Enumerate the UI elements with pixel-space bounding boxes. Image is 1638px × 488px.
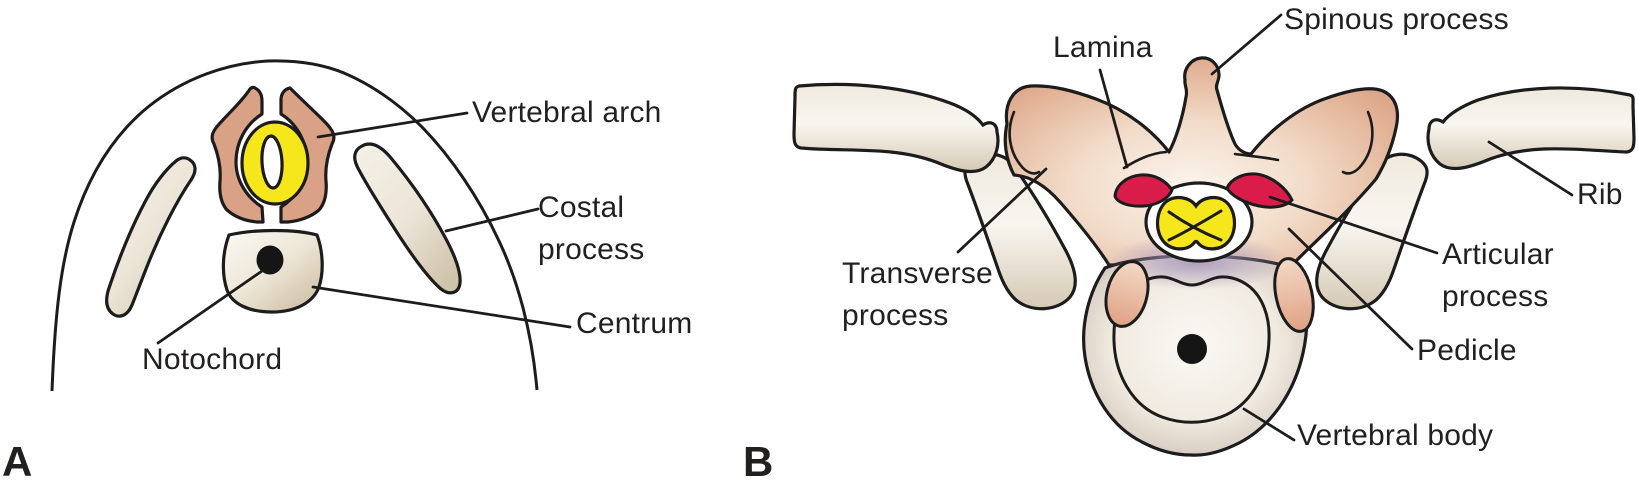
articular-process-left-shape <box>1113 173 1174 208</box>
rib-left-shape <box>792 82 1000 174</box>
label-articular-process: Articular process <box>1442 234 1554 318</box>
leader-vertebral-body <box>1242 407 1296 442</box>
embryo-body-outline <box>50 59 539 392</box>
label-spinous-process: Spinous process <box>1284 3 1509 36</box>
label-vertebral-arch: Vertebral arch <box>472 96 662 129</box>
label-lamina: Lamina <box>1053 31 1153 64</box>
label-pedicle: Pedicle <box>1417 334 1517 367</box>
panel-letter-a: A <box>2 438 33 485</box>
label-articular-process-line1: Articular <box>1442 238 1554 271</box>
label-costal-process-line2: process <box>538 233 645 266</box>
leader-notochord <box>156 269 264 345</box>
wing-crease-left <box>1008 110 1041 175</box>
panel-a-illustration <box>50 59 572 392</box>
label-notochord: Notochord <box>142 343 283 376</box>
costal-process-left-shape <box>105 156 197 318</box>
body-center-dot <box>1177 334 1207 364</box>
label-costal-process-line1: Costal <box>538 191 625 224</box>
leader-pedicle <box>1287 227 1414 351</box>
leader-costal-process <box>444 207 540 233</box>
cord-x-line-2 <box>1167 209 1223 242</box>
panel-letter-b: B <box>743 438 774 485</box>
label-articular-process-line2: process <box>1442 280 1549 313</box>
label-transverse-process-line1: Transverse <box>842 257 993 290</box>
label-transverse-process: Transverse process <box>842 253 993 337</box>
leader-lamina <box>1098 68 1129 169</box>
vertebral-arch-left-shape <box>210 85 265 224</box>
cord-x-line-1 <box>1167 210 1223 242</box>
panel-b-illustration <box>792 13 1636 457</box>
leader-rib <box>1487 140 1574 197</box>
leader-centrum <box>311 285 572 329</box>
lamina-edge-right <box>1233 152 1280 162</box>
leader-vertebral-arch <box>316 111 469 139</box>
rib-right-shape <box>1426 86 1636 171</box>
wing-crease-right <box>1341 110 1374 175</box>
costal-process-right-shape <box>353 142 462 295</box>
label-vertebral-body: Vertebral body <box>1297 419 1494 452</box>
pedicle-patch-right <box>1273 257 1315 333</box>
label-costal-process: Costal process <box>538 187 644 271</box>
label-rib: Rib <box>1577 178 1623 211</box>
vertebral-body-inner-line <box>1112 275 1271 424</box>
neural-canal-slit <box>260 134 284 190</box>
leader-articular-process <box>1268 195 1439 255</box>
label-transverse-process-line2: process <box>842 299 949 332</box>
leader-transverse-process <box>956 167 1048 254</box>
leader-spinous-process <box>1210 13 1283 76</box>
notochord-dot <box>256 245 284 275</box>
label-centrum: Centrum <box>576 307 693 340</box>
pedicle-patch-left <box>1104 260 1150 328</box>
